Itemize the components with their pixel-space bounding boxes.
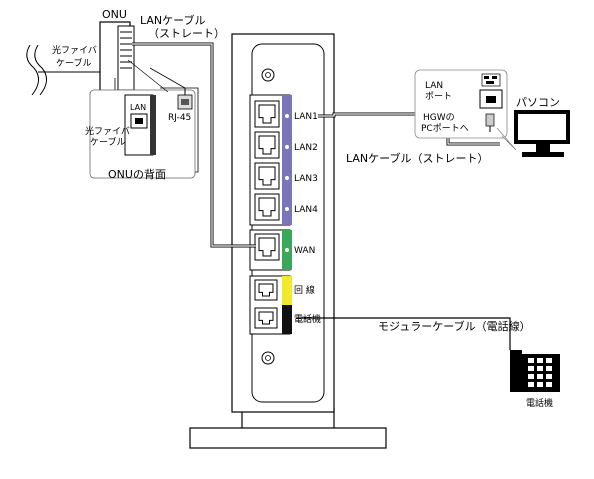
- onu-back-title: ONUの背面: [108, 167, 166, 181]
- lan-cable-pc-label: LANケーブル（ストレート）: [346, 151, 488, 165]
- port-jack-socket: [258, 166, 276, 186]
- onu-back-fiber-label-1: 光ファイバ: [85, 125, 130, 137]
- onu-back-lan-label: LAN: [130, 103, 146, 112]
- tel-port-block: [249, 275, 292, 335]
- router-stand: [189, 407, 387, 449]
- phone-key: [546, 382, 552, 387]
- wan-port-label-group: WAN: [285, 246, 315, 256]
- phone-device-label: 電話機: [526, 397, 553, 409]
- lan-port-block: [249, 94, 292, 226]
- line-port-label: 回 線: [294, 284, 315, 296]
- lan-cable-onu-label-1: LANケーブル: [140, 13, 205, 27]
- phone-key: [537, 358, 543, 363]
- modular-cable: [296, 317, 511, 350]
- pc-callout: [414, 69, 517, 151]
- phone-key: [528, 382, 534, 387]
- port-jack-socket: [258, 135, 276, 155]
- phone-key: [537, 374, 543, 379]
- onu-back-callout: LAN: [89, 59, 199, 179]
- phone-key: [528, 366, 534, 371]
- pc-lan-port-label-1: LAN: [425, 81, 443, 91]
- lan-port-label: LAN4: [294, 205, 318, 215]
- phone-key: [546, 374, 552, 379]
- port-jack-socket: [258, 311, 274, 325]
- phone-key: [537, 366, 543, 371]
- port-jack-socket: [258, 197, 276, 217]
- phone-icon: [510, 350, 560, 392]
- lan-cable-onu-label-2: （ストレート）: [148, 27, 225, 40]
- pc-lan-port-label-2: ポート: [425, 91, 452, 102]
- phone-key: [528, 358, 534, 363]
- lan-cable-pc: [318, 112, 500, 146]
- lan-port-label: LAN1: [294, 112, 318, 122]
- onu-label: ONU: [102, 8, 127, 21]
- port-jack-socket: [258, 283, 274, 297]
- phone-key: [546, 358, 552, 363]
- rj45-label: RJ-45: [168, 113, 191, 123]
- pc-hgw-label-2: PCポートへ: [421, 123, 469, 134]
- pc-icon: [514, 110, 570, 157]
- fiber-cable: [26, 44, 100, 96]
- wan-port-label: WAN: [294, 246, 315, 256]
- lan-cable-onu-wan: [132, 42, 256, 248]
- lan-port-labels: LAN1 LAN2 LAN3 LAN4: [285, 112, 318, 215]
- phone-key: [528, 374, 534, 379]
- lan-port-label: LAN3: [294, 174, 318, 184]
- phone-key: [546, 366, 552, 371]
- fiber-cable-label-1: 光ファイバ: [52, 44, 97, 56]
- phone-key: [537, 382, 543, 387]
- pc-hgw-label-1: HGWの: [423, 113, 455, 123]
- onu-back-fiber-label-2: ケーブル: [90, 136, 125, 148]
- modular-cable-label: モジュラーケーブル（電話線）: [378, 319, 531, 333]
- fiber-cable-label-2: ケーブル: [56, 57, 91, 69]
- lan-port-label: LAN2: [294, 143, 318, 153]
- pc-label: パソコン: [516, 96, 560, 109]
- port-jack-socket: [258, 104, 276, 124]
- port-jack-socket: [258, 237, 276, 257]
- phone-port-label: 電話機: [294, 313, 321, 325]
- onu-device: [99, 21, 135, 95]
